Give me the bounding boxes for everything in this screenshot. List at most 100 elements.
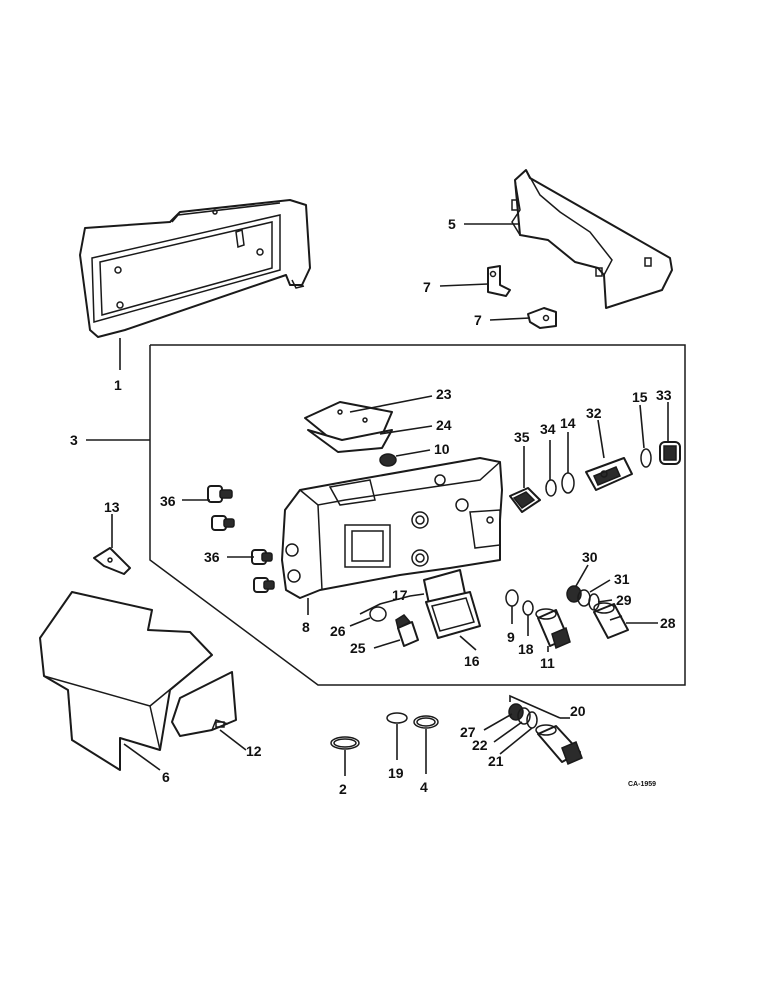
callout-5: 5 [448,216,520,232]
svg-text:5: 5 [448,216,456,232]
svg-text:14: 14 [560,415,576,431]
part-36-plug-lower [251,549,275,593]
part-19-o-ring [386,712,408,724]
part-16-cover-plate [425,591,481,639]
svg-text:24: 24 [436,417,452,433]
part-28-plunger [593,602,629,639]
svg-text:36: 36 [160,493,176,509]
callout-35: 35 [514,429,530,488]
svg-text:33: 33 [656,387,672,403]
part-1-cover-plate [79,199,311,338]
part-7-bracket-upper [487,265,511,297]
part-20-plug-assembly [508,703,583,765]
part-24-gasket [307,429,393,453]
callout-7-upper: 7 [423,279,489,295]
svg-text:4: 4 [420,779,428,795]
svg-text:18: 18 [518,641,534,657]
svg-text:7: 7 [474,312,482,328]
callout-4: 4 [420,729,428,795]
callout-31: 31 [589,571,630,593]
part-34-o-ring [545,479,557,497]
part-6-shield [39,591,213,771]
callout-36-upper: 36 [160,493,210,509]
callout-12: 12 [219,729,262,759]
part-4-o-ring [413,715,439,729]
svg-text:36: 36 [204,549,220,565]
callout-28: 28 [626,615,676,631]
callout-15: 15 [632,389,648,449]
callout-25: 25 [350,639,401,656]
callout-21: 21 [488,727,533,769]
part-11-plug [535,608,571,650]
callout-33: 33 [656,387,672,442]
svg-text:22: 22 [472,737,488,753]
svg-text:9: 9 [507,629,515,645]
svg-text:2: 2 [339,781,347,797]
svg-text:32: 32 [586,405,602,421]
part-7-bracket-lower [527,307,557,329]
callout-7-lower: 7 [474,312,531,328]
svg-text:7: 7 [423,279,431,295]
callout-18: 18 [518,615,534,657]
part-25-bolt [395,614,419,647]
callout-10: 10 [395,441,450,457]
svg-text:19: 19 [388,765,404,781]
assembly-frame [149,344,686,686]
callout-36-lower: 36 [204,549,254,565]
part-35-fitting [509,487,541,513]
svg-text:3: 3 [70,432,78,448]
svg-text:23: 23 [436,386,452,402]
svg-text:15: 15 [632,389,648,405]
svg-text:29: 29 [616,592,632,608]
part-10-plug [379,453,397,467]
callout-30: 30 [575,549,598,587]
svg-text:13: 13 [104,499,120,515]
callout-8: 8 [302,598,310,635]
callout-23: 23 [349,386,452,413]
svg-text:26: 26 [330,623,346,639]
svg-text:28: 28 [660,615,676,631]
part-2-o-ring [330,736,360,750]
part-14-o-ring [561,472,575,494]
callout-32: 32 [586,405,605,459]
callout-14: 14 [560,415,576,473]
svg-text:1: 1 [114,377,122,393]
callout-3: 3 [70,432,150,448]
part-32-valve-spool [585,457,633,491]
callout-6: 6 [123,743,170,785]
drawing-code: CA-1959 [628,781,656,788]
callout-24: 24 [379,417,452,435]
svg-text:34: 34 [540,421,556,437]
part-13-clip [93,547,131,575]
callout-29: 29 [597,592,632,608]
callout-22: 22 [472,721,523,753]
callout-11: 11 [540,646,555,671]
callout-27: 27 [460,713,513,740]
svg-text:30: 30 [582,549,598,565]
callout-19: 19 [388,724,404,781]
svg-text:27: 27 [460,724,476,740]
callout-34: 34 [540,421,556,480]
callout-16: 16 [459,635,480,669]
callout-1: 1 [114,338,122,393]
svg-text:10: 10 [434,441,450,457]
part-12-bracket-shield [171,671,237,737]
svg-text:11: 11 [540,655,555,671]
part-15-o-ring [640,448,652,468]
callout-20: 20 [509,694,586,719]
callout-17: 17 [359,587,425,615]
svg-text:8: 8 [302,619,310,635]
callout-13: 13 [104,499,120,548]
svg-text:17: 17 [392,587,408,603]
part-8-valve-body [281,457,503,599]
part-26-o-ring [369,606,387,622]
svg-text:35: 35 [514,429,530,445]
part-18-o-ring [522,600,534,616]
part-9-o-ring [505,589,519,607]
svg-text:31: 31 [614,571,630,587]
svg-text:12: 12 [246,743,262,759]
svg-text:25: 25 [350,640,366,656]
part-36-plug-upper [207,485,235,531]
callout-9: 9 [507,606,515,645]
